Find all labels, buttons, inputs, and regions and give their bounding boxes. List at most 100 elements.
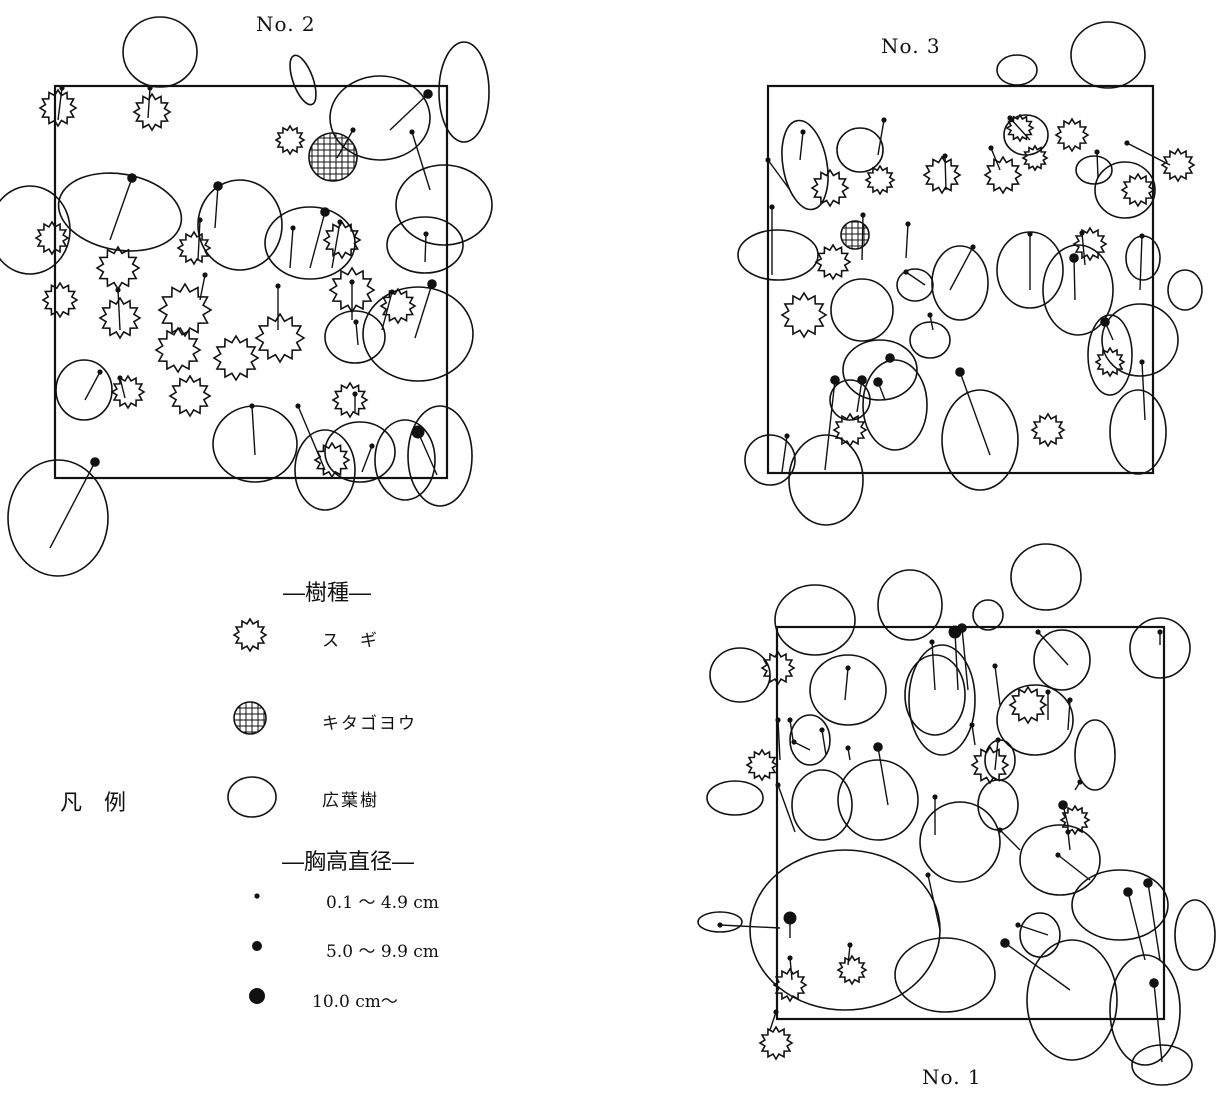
stem-dot (988, 145, 994, 151)
crown-broadleaf (977, 779, 1019, 831)
legend-title: 凡 例 (60, 791, 127, 816)
stem-dot (350, 127, 356, 133)
stem-dot (819, 727, 825, 733)
stem-line (84, 371, 101, 401)
crown-broadleaf (1131, 1044, 1193, 1086)
stem-line (719, 924, 781, 929)
crown-broadleaf (55, 359, 113, 421)
stem-line (905, 223, 909, 259)
crown-broadleaf (996, 54, 1038, 86)
stem-dot (970, 244, 976, 250)
crown-broadleaf (1033, 629, 1091, 691)
stem-line (1017, 924, 1049, 936)
stem-dot (905, 221, 911, 227)
stem-dot (290, 225, 296, 231)
legend-species-label-kitagoyou: キタゴヨウ (322, 714, 417, 734)
crown-sugi (745, 748, 779, 782)
crown-sugi (38, 88, 78, 128)
stem-dot (885, 353, 895, 363)
crown-sugi (331, 381, 369, 419)
legend-dbh-label-large: 10.0 cm～ (312, 992, 398, 1012)
stem-line (109, 177, 133, 241)
crown-sugi (864, 164, 896, 196)
hatched-circle-icon (233, 701, 267, 735)
stem-line (289, 227, 294, 269)
crown-sugi (168, 374, 212, 418)
crown-broadleaf (862, 359, 928, 451)
stem-dot (1065, 829, 1071, 835)
stem-dot (942, 153, 948, 159)
stem-line (119, 377, 126, 399)
stem-line (999, 829, 1021, 851)
stem-dot (1027, 231, 1033, 237)
crown-broadleaf (0, 185, 71, 275)
stem-line (877, 746, 889, 806)
stem-dot (873, 377, 883, 387)
crown-broadleaf (789, 714, 831, 766)
stem-line (297, 405, 326, 471)
crown-sugi (772, 967, 808, 1003)
stem-line (117, 289, 121, 331)
stem-line (49, 461, 96, 549)
stem-line (954, 631, 959, 691)
stem-dot (1124, 140, 1130, 146)
stem-dot (787, 717, 793, 723)
crown-broadleaf (1109, 389, 1167, 475)
crown-sugi (274, 124, 306, 156)
crown-broadleaf (1070, 21, 1146, 89)
crown-broadleaf (1010, 543, 1082, 611)
stem-dot (1045, 689, 1051, 695)
stem-line (931, 641, 936, 691)
stem-line (197, 219, 201, 261)
stem-dot (353, 319, 359, 325)
medium-dot-icon (252, 941, 262, 951)
crown-broadleaf (774, 584, 856, 656)
crown-sugi (1054, 117, 1090, 153)
crown-sugi (1005, 113, 1035, 143)
stem-dot (860, 212, 866, 218)
stem-line (789, 957, 793, 981)
stem-dot (409, 129, 415, 135)
stem-dot (1015, 922, 1021, 928)
crown-sugi (1160, 147, 1196, 183)
stem-dot (349, 279, 355, 285)
stem-dot (249, 403, 255, 409)
crown-sugi (110, 374, 146, 410)
stem-dot (1157, 629, 1163, 635)
stem-dot (857, 375, 867, 385)
stem-dot (1069, 253, 1079, 263)
stem-line (927, 874, 941, 931)
stem-line (1073, 257, 1076, 301)
stem-line (769, 1011, 777, 1031)
crown-broadleaf (877, 569, 943, 641)
crown-broadleaf (324, 421, 396, 483)
stem-line (389, 93, 429, 131)
stem-dot (784, 433, 790, 439)
stem-dot (389, 289, 395, 295)
stem-dot (295, 403, 301, 409)
stem-dot (411, 425, 425, 439)
crown-sugi (780, 291, 828, 339)
crown-broadleaf (842, 339, 918, 401)
stem-dot (97, 369, 103, 375)
crown-broadleaf (972, 599, 1004, 631)
crown-broadleaf (737, 229, 819, 281)
stem-line (1153, 982, 1163, 1063)
stem-dot (1149, 978, 1159, 988)
stem-dot (127, 173, 137, 183)
stem-dot (352, 391, 358, 397)
stem-dot (765, 157, 771, 163)
crown-broadleaf (1167, 269, 1203, 311)
stem-line (861, 214, 864, 261)
crown-broadleaf (1075, 155, 1113, 185)
stem-line (959, 371, 991, 456)
crown-broadleaf (438, 41, 490, 143)
crown-sugi (1030, 412, 1066, 448)
stem-dot (800, 129, 806, 135)
crown-sugi (1120, 172, 1156, 208)
stem-dot (147, 85, 153, 91)
stem-dot (1123, 887, 1133, 897)
crown-broadleaf (837, 759, 919, 841)
crown-sugi (983, 155, 1023, 195)
stem-line (844, 667, 849, 701)
